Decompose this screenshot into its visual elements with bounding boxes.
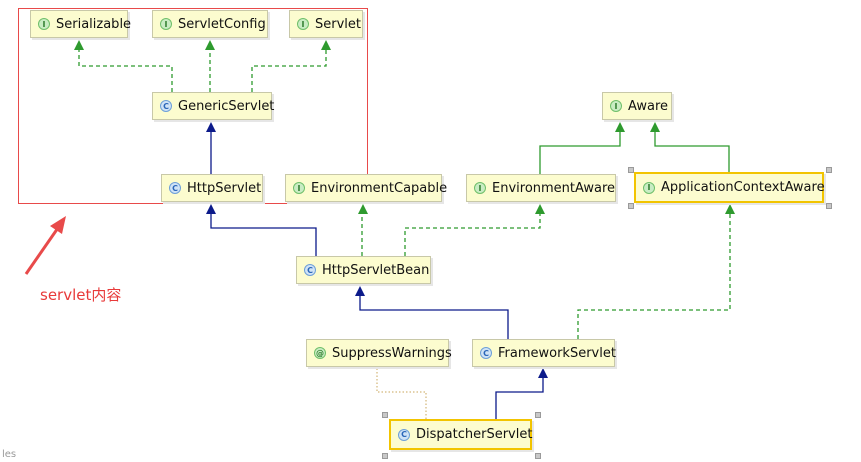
- node-label: ServletConfig: [178, 16, 266, 32]
- edge-arrowhead: [355, 286, 365, 296]
- edge-line: [210, 208, 317, 256]
- corner-text: les: [2, 449, 17, 460]
- selection-handle[interactable]: [628, 203, 634, 209]
- node-label: Serializable: [56, 16, 132, 32]
- node-genericservlet[interactable]: C GenericServlet: [152, 92, 275, 120]
- edge-line: [78, 44, 173, 92]
- edge-line: [251, 44, 327, 92]
- interface-icon: I: [643, 181, 655, 194]
- edge-line: [654, 126, 730, 172]
- node-label: FrameworkServlet: [498, 345, 616, 361]
- interface-icon: I: [293, 182, 305, 194]
- node-label: HttpServlet: [187, 180, 262, 196]
- class-icon: C: [160, 100, 172, 112]
- edge-line: [539, 126, 621, 174]
- node-label: Aware: [628, 98, 669, 114]
- edge-line: [495, 372, 544, 419]
- edge-line: [359, 290, 509, 339]
- class-icon: C: [169, 182, 181, 194]
- node-aware[interactable]: I Aware: [602, 92, 672, 120]
- interface-icon: I: [474, 182, 486, 194]
- node-label: Servlet: [315, 16, 361, 32]
- node-frameworkservlet[interactable]: C FrameworkServlet: [472, 339, 616, 367]
- selection-handle[interactable]: [826, 167, 832, 173]
- edge-arrowhead: [358, 204, 368, 214]
- interface-icon: I: [38, 18, 50, 30]
- node-suppresswarnings[interactable]: @ SuppressWarnings: [306, 339, 452, 367]
- annotation-icon: @: [314, 347, 326, 359]
- node-httpservlet[interactable]: C HttpServlet: [161, 174, 263, 202]
- node-label: ApplicationContextAware: [661, 180, 825, 195]
- edge-arrowhead: [206, 204, 216, 214]
- edge-arrowhead: [615, 122, 625, 132]
- class-icon: C: [480, 347, 492, 359]
- servlet-highlight-box: [18, 8, 368, 204]
- node-label: HttpServletBean: [322, 262, 430, 278]
- selection-handle[interactable]: [382, 453, 388, 459]
- node-label: DispatcherServlet: [416, 427, 533, 442]
- selection-handle[interactable]: [535, 412, 541, 418]
- class-icon: C: [398, 428, 410, 441]
- edge-arrowhead: [538, 368, 548, 378]
- edge-line: [577, 208, 731, 339]
- node-servlet[interactable]: I Servlet: [289, 10, 363, 38]
- edge-arrowhead: [205, 40, 215, 50]
- class-icon: C: [304, 264, 316, 276]
- node-servletconfig[interactable]: I ServletConfig: [152, 10, 268, 38]
- node-applicationcontextaware[interactable]: I ApplicationContextAware: [634, 172, 825, 203]
- interface-icon: I: [297, 18, 309, 30]
- node-environmentcapable[interactable]: I EnvironmentCapable: [285, 174, 447, 202]
- node-label: SuppressWarnings: [332, 345, 452, 361]
- node-httpservletbean[interactable]: C HttpServletBean: [296, 256, 431, 284]
- node-environmentaware[interactable]: I EnvironmentAware: [466, 174, 616, 202]
- edge-arrowhead: [725, 204, 735, 214]
- node-dispatcherservlet[interactable]: C DispatcherServlet: [389, 419, 532, 450]
- annotation-note: servlet内容: [40, 286, 122, 304]
- annotation-arrowhead: [50, 216, 66, 234]
- edge-arrowhead: [650, 122, 660, 132]
- node-label: EnvironmentAware: [492, 180, 616, 196]
- edge-arrowhead: [321, 40, 331, 50]
- edge-arrowhead: [74, 40, 84, 50]
- node-serializable[interactable]: I Serializable: [30, 10, 132, 38]
- node-label: GenericServlet: [178, 98, 275, 114]
- interface-icon: I: [160, 18, 172, 30]
- selection-handle[interactable]: [535, 453, 541, 459]
- selection-handle[interactable]: [382, 412, 388, 418]
- edge-line: [404, 208, 541, 256]
- edge-arrowhead: [535, 204, 545, 214]
- node-label: EnvironmentCapable: [311, 180, 448, 196]
- edge-line: [376, 368, 427, 419]
- edge-line: [24, 224, 62, 275]
- selection-handle[interactable]: [628, 167, 634, 173]
- edge-arrowhead: [206, 122, 216, 132]
- selection-handle[interactable]: [826, 203, 832, 209]
- interface-icon: I: [610, 100, 622, 112]
